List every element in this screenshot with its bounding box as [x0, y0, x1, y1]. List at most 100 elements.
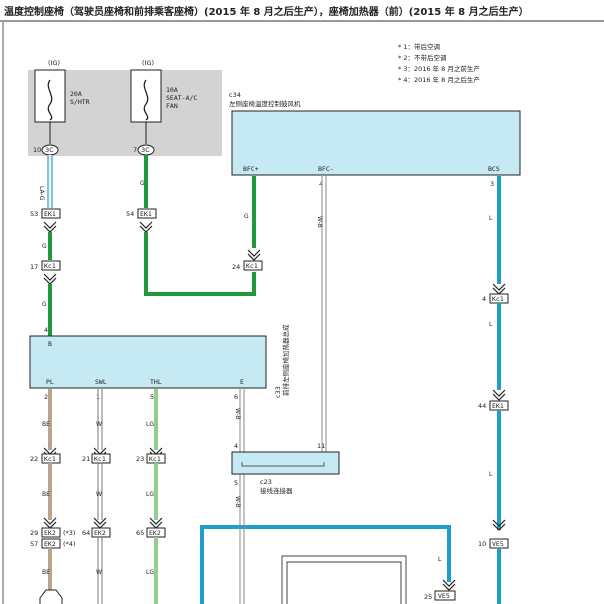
svg-text:G: G	[42, 301, 47, 308]
connector-kc1-24: 24 Kc1	[232, 261, 262, 271]
svg-text:EK2: EK2	[44, 529, 56, 537]
svg-text:BE: BE	[42, 421, 50, 428]
connector-kc1-4: 4 Kc1	[482, 294, 508, 303]
c23-junction-connector: c23 接线连接器	[232, 452, 339, 495]
svg-text:EK2: EK2	[94, 529, 106, 537]
svg-text:W-B: W-B	[234, 408, 241, 420]
svg-text:Kc1: Kc1	[149, 455, 161, 463]
svg-text:4: 4	[234, 442, 238, 450]
svg-text:Kc1: Kc1	[492, 295, 504, 303]
connector-ek1-54: 54 EK1	[126, 209, 156, 232]
svg-text:22: 22	[30, 455, 38, 463]
svg-text:* 3：2016 年 8 月之前生产: * 3：2016 年 8 月之前生产	[398, 64, 480, 73]
svg-text:c23: c23	[260, 478, 272, 486]
connector-ek2-64: 64 EK2	[82, 528, 110, 537]
connector-ve5-25: 25 VE5	[424, 591, 455, 601]
svg-text:10: 10	[33, 146, 41, 154]
svg-text:LG: LG	[146, 569, 154, 576]
svg-text:24: 24	[232, 263, 240, 271]
svg-text:7: 7	[133, 146, 137, 154]
svg-text:(IG): (IG)	[142, 59, 154, 67]
svg-text:接线连接器: 接线连接器	[260, 486, 293, 495]
connector-kc1-21: 21 Kc1	[82, 454, 110, 463]
svg-text:c34: c34	[229, 91, 241, 99]
svg-text:BFC+: BFC+	[243, 165, 259, 173]
wire-l-bottom-loop	[202, 527, 449, 604]
svg-text:FAN: FAN	[166, 102, 178, 110]
wire-w-b-bfc-minus: 4 W-B 11	[316, 176, 326, 452]
svg-text:5: 5	[150, 393, 154, 401]
svg-text:BE: BE	[42, 569, 50, 576]
svg-text:54: 54	[126, 210, 134, 218]
connector-kc1-17: 17 Kc1	[30, 261, 60, 284]
svg-text:2: 2	[44, 393, 48, 401]
svg-text:5: 5	[234, 479, 238, 487]
diagram-title: 温度控制座椅（驾驶员座椅和前排乘客座椅）(2015 年 8 月之后生产），座椅加…	[4, 5, 529, 18]
svg-text:THL: THL	[150, 378, 162, 386]
svg-text:17: 17	[30, 263, 38, 271]
svg-text:SEAT-A/C: SEAT-A/C	[166, 94, 197, 102]
svg-text:29: 29	[30, 529, 38, 537]
svg-text:EK2: EK2	[44, 540, 56, 548]
svg-text:3C: 3C	[45, 146, 54, 154]
svg-text:23: 23	[136, 455, 144, 463]
connector-kc1-22: 22 Kc1	[30, 454, 60, 463]
footnotes: * 1：带后空调 * 2：不带后空调 * 3：2016 年 8 月之前生产 * …	[398, 42, 480, 84]
svg-text:G: G	[42, 243, 47, 250]
connector-3c-left: 10 3C	[33, 145, 58, 155]
wire-la-g: LA-G	[38, 155, 52, 208]
svg-text:LA-G: LA-G	[38, 186, 45, 201]
svg-text:3: 3	[490, 180, 494, 188]
wire-l-bcs: 3 L	[489, 176, 505, 294]
svg-text:Kc1: Kc1	[94, 455, 106, 463]
wire-w-swl-mid: W	[94, 463, 106, 528]
svg-text:* 2：不带后空调: * 2：不带后空调	[398, 53, 446, 62]
svg-text:G: G	[140, 180, 145, 187]
svg-text:11: 11	[317, 442, 325, 450]
svg-text:20A: 20A	[70, 90, 82, 98]
svg-text:VE5: VE5	[438, 592, 450, 600]
svg-text:6: 6	[234, 393, 238, 401]
svg-text:前排左侧座椅加热器总成: 前排左侧座椅加热器总成	[281, 324, 290, 396]
svg-text:(*4): (*4)	[63, 540, 75, 548]
svg-text:21: 21	[82, 455, 90, 463]
connector-kc1-23: 23 Kc1	[136, 454, 165, 463]
svg-text:L: L	[489, 321, 493, 328]
svg-text:BCS: BCS	[488, 165, 500, 173]
svg-text:57: 57	[30, 540, 38, 548]
svg-text:W: W	[96, 491, 102, 498]
connector-ek2-29-57: 29 EK2 (*3) 57 EK2 (*4)	[30, 528, 75, 548]
svg-text:Kc1: Kc1	[44, 455, 56, 463]
svg-text:L: L	[489, 215, 493, 222]
svg-text:(*3): (*3)	[63, 529, 75, 537]
connector-3c-right: 7 3C	[133, 145, 154, 155]
connector-ek1-44: 44 EK1	[478, 401, 508, 410]
svg-text:PL: PL	[46, 378, 54, 386]
svg-text:53: 53	[30, 210, 38, 218]
svg-text:W-B: W-B	[234, 496, 241, 508]
svg-text:LG: LG	[146, 491, 154, 498]
svg-text:BE: BE	[42, 491, 50, 498]
svg-text:左侧座椅温度控制鼓风机: 左侧座椅温度控制鼓风机	[229, 99, 301, 108]
svg-text:L: L	[489, 471, 493, 478]
svg-text:4: 4	[482, 295, 486, 303]
svg-text:BFC-: BFC-	[318, 165, 334, 173]
svg-text:W-B: W-B	[316, 216, 323, 228]
svg-text:c33: c33	[274, 386, 282, 398]
svg-text:10A: 10A	[166, 86, 178, 94]
svg-text:3C: 3C	[141, 146, 150, 154]
svg-text:W: W	[96, 421, 102, 428]
svg-text:64: 64	[82, 529, 90, 537]
svg-text:(IG): (IG)	[48, 59, 60, 67]
c33-seat-heater: B PL SWL THL E c33 前排左侧座椅加热器总成	[30, 324, 290, 398]
svg-text:VE5: VE5	[492, 540, 504, 548]
wire-w-b-e: W-B W-B 4 5	[234, 389, 244, 604]
svg-text:SWL: SWL	[95, 378, 107, 386]
svg-text:Kc1: Kc1	[246, 262, 258, 270]
svg-text:B: B	[48, 340, 52, 348]
svg-text:* 4：2016 年 8 月之后生产: * 4：2016 年 8 月之后生产	[398, 75, 480, 84]
connector-ek1-53: 53 EK1	[30, 209, 60, 232]
wire-w-swl-bottom: W	[96, 537, 102, 604]
svg-text:44: 44	[478, 402, 486, 410]
svg-text:EK1: EK1	[492, 402, 504, 410]
